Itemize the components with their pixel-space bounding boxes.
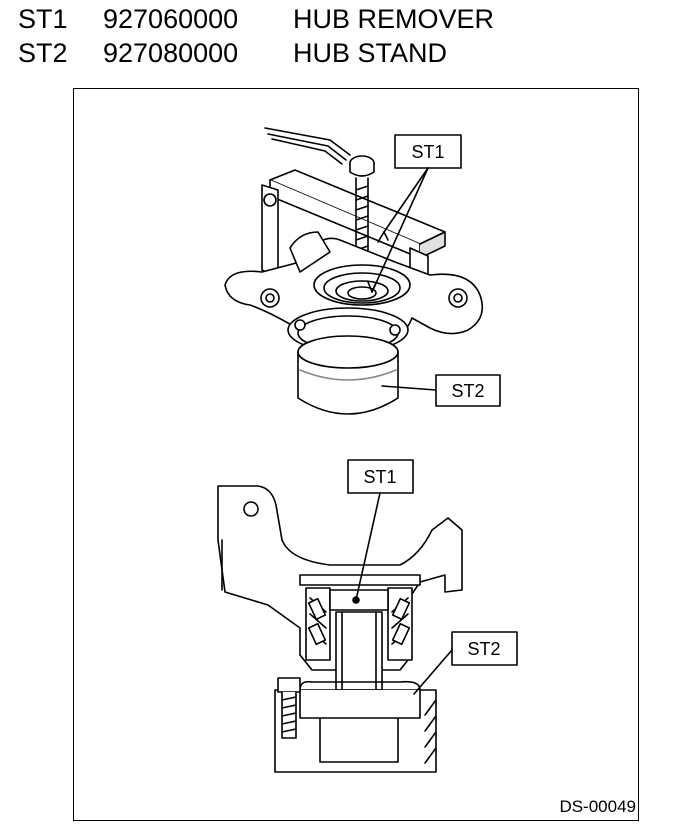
tool-code: ST2 [18, 38, 68, 68]
callout-bottom-st2: ST2 [413, 631, 518, 695]
illustration-frame [73, 88, 639, 821]
tool-name: HUB REMOVER [293, 4, 495, 34]
callout-label: ST2 [467, 639, 500, 659]
tool-code: ST1 [18, 4, 68, 34]
callout-top-st1: ST1 [367, 134, 462, 293]
top-assembly-drawing [224, 127, 484, 415]
bottom-section-drawing [217, 485, 463, 773]
callout-top-st2: ST2 [381, 374, 501, 407]
tool-number: 927080000 [103, 38, 239, 68]
callout-label: ST1 [363, 467, 396, 487]
callout-label: ST1 [411, 142, 444, 162]
tool-number: 927060000 [103, 4, 239, 34]
figure-id: DS-00049 [559, 797, 636, 816]
callout-bottom-st1: ST1 [347, 459, 414, 601]
tool-name: HUB STAND [293, 38, 448, 68]
callout-label: ST2 [451, 381, 484, 401]
